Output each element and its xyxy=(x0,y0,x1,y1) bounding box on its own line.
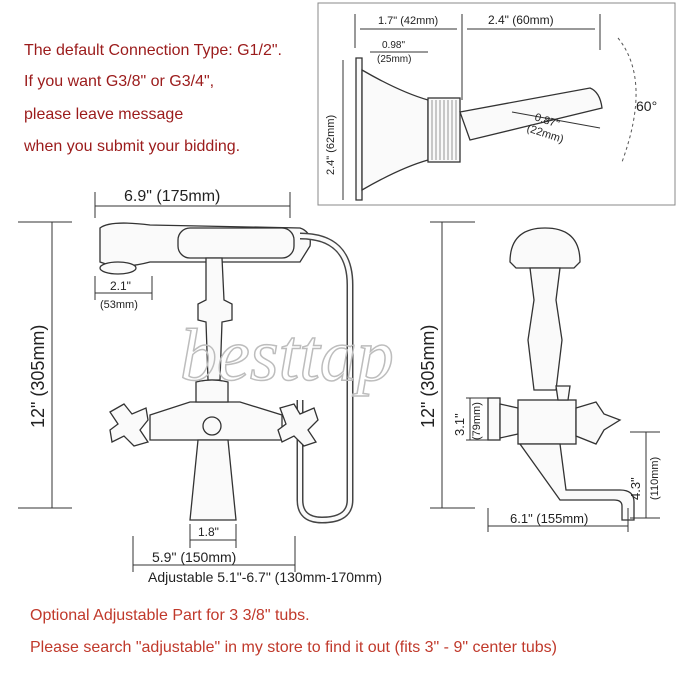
inset-angle: 60° xyxy=(636,98,657,114)
search-adjustable-note: Please search "adjustable" in my store t… xyxy=(30,639,557,656)
connection-type-note: The default Connection Type: G1/2". xyxy=(24,42,282,59)
side-spout xyxy=(518,443,635,521)
centers-dimension: 5.9" (150mm) xyxy=(152,549,236,565)
handset-dimension-mm: (53mm) xyxy=(100,299,138,311)
leave-message-note: please leave message xyxy=(24,106,184,123)
side-height-dimension: 12" (305mm) xyxy=(418,325,438,428)
bidding-note: when you submit your bidding. xyxy=(24,138,241,155)
spout-drop-dimension: 4.3" xyxy=(628,477,643,500)
handset-grip xyxy=(177,227,295,259)
adjustable-range: Adjustable 5.1"-6.7" (130mm-170mm) xyxy=(148,569,382,585)
inset-height-dimension: 2.4" (62mm) xyxy=(325,115,337,175)
front-view: 6.9" (175mm) 12" (305mm) 2.1" (53mm) xyxy=(18,188,382,585)
flange-dimension: 3.1" xyxy=(452,413,467,436)
side-cradle-stem xyxy=(527,267,563,391)
side-diverter xyxy=(555,385,571,401)
inset-inner-dimension: 0.98" xyxy=(382,40,405,51)
angle-arc xyxy=(617,37,637,163)
inset-top-left-dimension: 1.7" (42mm) xyxy=(378,15,438,27)
side-view: 12" (305mm) 3.1" (79mm) 4.3" (110mm) 6.1… xyxy=(418,221,661,532)
side-handset xyxy=(509,227,581,269)
wall-plate xyxy=(355,57,363,201)
left-cross-handle xyxy=(109,403,150,447)
diverter-housing xyxy=(195,379,229,403)
side-body xyxy=(517,399,577,445)
diverter-knob xyxy=(202,416,222,436)
optional-part-note: Optional Adjustable Part for 3 3/8" tubs… xyxy=(30,607,310,624)
flange-connector xyxy=(499,403,519,439)
spout-base-dimension: 1.8" xyxy=(198,525,219,539)
spout-drop-dimension-mm: (110mm) xyxy=(649,457,661,500)
spout-column xyxy=(189,439,237,521)
flange-dimension-mm: (79mm) xyxy=(471,402,483,440)
right-cross-handle xyxy=(277,403,319,447)
inset-inner-dimension-mm: (25mm) xyxy=(377,54,411,65)
shower-head-face xyxy=(99,261,137,275)
inset-top-right-dimension: 2.4" (60mm) xyxy=(488,13,554,27)
watermark: besttap xyxy=(180,315,394,397)
front-width-dimension: 6.9" (175mm) xyxy=(124,188,220,205)
reach-dimension: 6.1" (155mm) xyxy=(510,511,588,526)
wall-flange xyxy=(487,397,501,441)
alternate-connection-note: If you want G3/8" or G3/4", xyxy=(24,73,215,90)
bracket-arm xyxy=(459,87,603,141)
shower-bracket-inset: 1.7" (42mm) 2.4" (60mm) 0.98" (25mm) 2.4… xyxy=(317,2,676,206)
handset-dimension: 2.1" xyxy=(110,279,131,293)
front-height-dimension: 12" (305mm) xyxy=(28,325,48,428)
side-cross-handle xyxy=(575,401,622,445)
